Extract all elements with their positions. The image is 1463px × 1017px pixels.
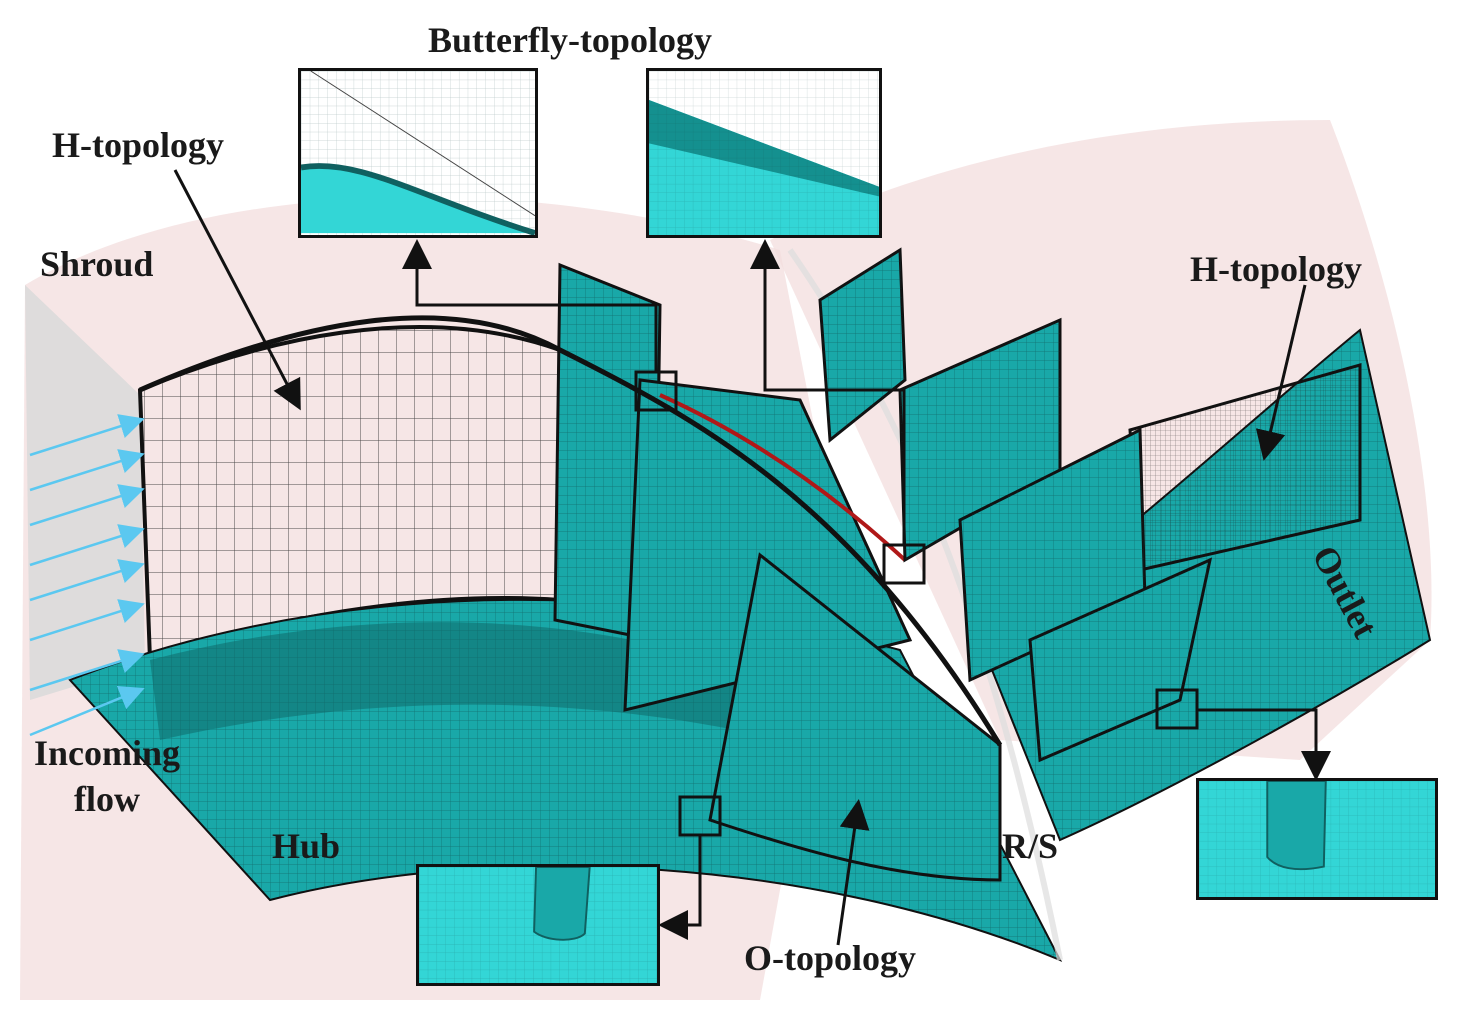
inset-hub-fillet	[416, 864, 660, 986]
inset-butterfly-left	[298, 68, 538, 238]
label-hub: Hub	[272, 826, 341, 866]
leader-lines	[173, 169, 1331, 946]
inset-stator-fillet	[1196, 778, 1438, 900]
shroud-casing-line	[138, 315, 1003, 747]
label-butterfly-topology: Butterfly-topology	[428, 20, 712, 60]
label-shroud: Shroud	[40, 244, 154, 284]
label-o-topology: O-topology	[744, 938, 917, 978]
stator-vanes	[818, 247, 1213, 763]
rotor-blades	[138, 262, 1003, 882]
inset-butterfly-right	[646, 68, 882, 238]
incoming-flow-arrows	[29, 414, 145, 737]
label-incoming-line2: flow	[74, 779, 140, 819]
label-h-topology-right: H-topology	[1190, 249, 1363, 289]
label-incoming-flow: Incoming flow	[22, 735, 192, 817]
tip-gap-line	[659, 393, 907, 562]
label-incoming-line1: Incoming	[33, 733, 181, 773]
label-rotor-stator: R/S	[1002, 826, 1059, 866]
label-h-topology-left: H-topology	[52, 125, 225, 165]
inlet-grey-face	[25, 285, 145, 700]
